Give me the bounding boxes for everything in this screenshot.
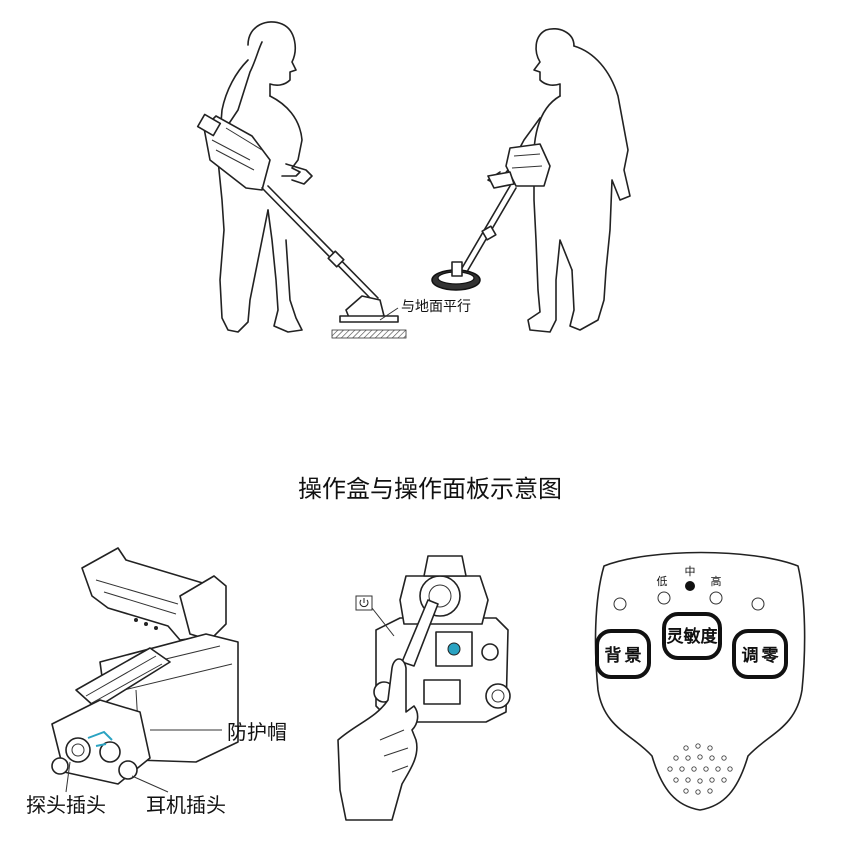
power-icon bbox=[359, 598, 369, 608]
sensitivity-button[interactable]: 灵敏度 bbox=[662, 612, 722, 660]
probe-plug-label: 探头插头 bbox=[26, 793, 106, 817]
speaker-grille bbox=[667, 743, 733, 795]
sensitivity-button-label: 灵敏度 bbox=[667, 626, 719, 647]
detector-left bbox=[196, 113, 407, 339]
ground-parallel-label: 与地面平行 bbox=[401, 299, 471, 315]
background-button-label-2: 景 bbox=[625, 646, 642, 666]
control-box-illustration bbox=[51, 547, 239, 793]
earphone-plug-label: 耳机插头 bbox=[146, 793, 226, 817]
zero-adjust-button-label-1: 调 bbox=[742, 646, 759, 666]
background-button[interactable]: 背 景 bbox=[595, 629, 651, 679]
section-title: 操作盒与操作面板示意图 bbox=[298, 475, 562, 503]
level-high-label: 高 bbox=[711, 574, 722, 588]
detector-right bbox=[431, 143, 551, 291]
background-button-label-1: 背 bbox=[605, 645, 622, 666]
control-panel bbox=[594, 551, 806, 811]
level-low-label: 低 bbox=[657, 575, 668, 588]
power-switch-illustration bbox=[337, 555, 511, 821]
level-mid-label: 中 bbox=[685, 565, 696, 578]
cap-label: 防护帽 bbox=[227, 720, 287, 744]
zero-adjust-button[interactable]: 调 零 bbox=[732, 629, 788, 679]
zero-adjust-button-label-2: 零 bbox=[761, 646, 780, 666]
